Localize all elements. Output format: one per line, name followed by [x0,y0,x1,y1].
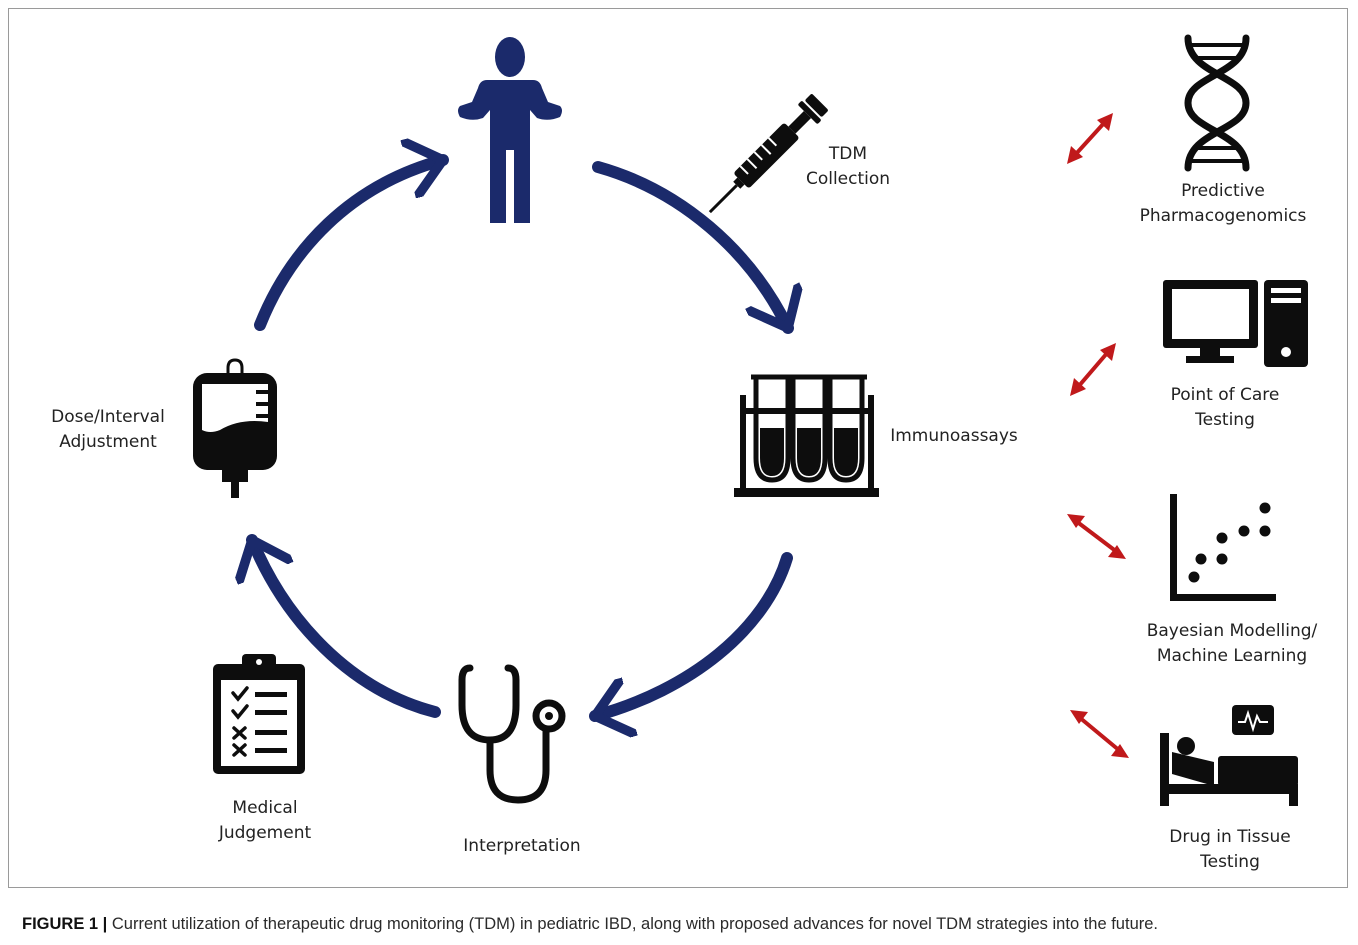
dna-icon [1184,34,1250,172]
interpretation-label: Interpretation [463,836,581,856]
cycle-arrow-interpretation-to-dose [252,534,441,718]
immunoassays-label: Immunoassays [890,426,1018,446]
figure-caption-text: Current utilization of therapeutic drug … [107,915,1159,933]
red-double-arrow-3 [1067,514,1126,559]
syringe-icon [708,94,828,214]
bayesian-label: Bayesian Modelling/Machine Learning [1146,621,1318,666]
stethoscope-icon [458,664,566,804]
iv-bag-icon [193,358,277,498]
figure-caption-label: FIGURE 1 | [22,915,108,933]
red-double-arrow-1 [1067,113,1113,164]
cycle-arrow-dose-to-patient [254,160,449,331]
figure-caption: FIGURE 1 | Current utilization of therap… [22,915,1342,934]
scatter-plot-icon [1170,494,1276,601]
hospital-bed-icon [1160,705,1298,806]
test-tubes-icon [734,374,879,497]
computer-icon [1163,280,1308,367]
red-double-arrow-2 [1070,343,1116,396]
person-icon [458,37,562,223]
cycle-arrow-assay-to-interpretation [589,552,793,716]
cycle-arrow-patient-to-assay [592,161,788,334]
clipboard-checklist-icon [213,654,305,774]
red-double-arrow-4 [1070,710,1129,758]
